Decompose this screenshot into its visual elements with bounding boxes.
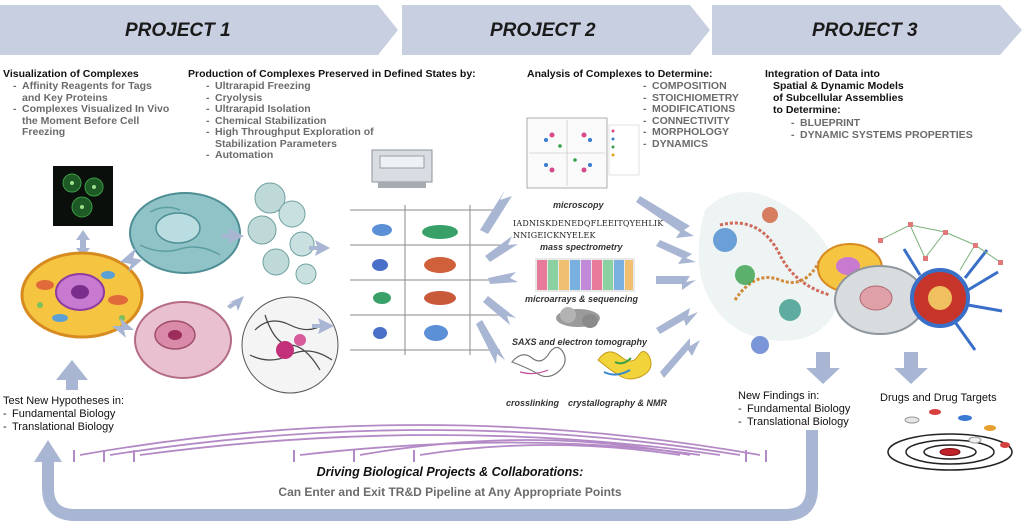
microscopy-plot [526,117,640,189]
saxs-model [556,307,600,328]
analysis-heading: Analysis of Complexes to Determine: [527,68,713,80]
integration-heading-line: Integration of Data into [765,68,880,80]
production-item: High Throughput Exploration of Stabiliza… [206,126,400,150]
visualization-heading: Visualization of Complexes [3,68,139,80]
microarray-heatmap [535,258,635,292]
new-findings-heading: New Findings in: [738,390,820,402]
technique-microarrays: microarrays & sequencing [525,294,639,304]
cell-illustration-right [817,243,926,335]
project1-banner-arrow [0,5,398,55]
arrow-to-pink-cell [112,318,134,338]
arrow-to-crosslinks [227,296,244,311]
new-findings-section: New Findings in: Fundamental Biology Tra… [738,390,878,429]
analysis-section: Analysis of Complexes to Determine: COMP… [527,68,757,150]
technique-crystallography: crystallography & NMR [568,398,668,408]
production-item: Ultrarapid Isolation [206,103,508,116]
collaboration-arcs [79,424,761,456]
complex-grid [350,205,500,355]
arrow-to-new-findings [806,352,840,384]
cell-illustration-left [20,251,144,339]
analysis-item: CONNECTIVITY [643,115,757,128]
test-hypotheses-section: Test New Hypotheses in: Fundamental Biol… [3,395,163,434]
technique-mass-spectrometry: mass spectrometry [540,242,623,252]
test-hypotheses-item: Translational Biology [3,421,163,434]
integrated-model [698,192,842,354]
peptide-sequence-line2: NNIGEICKNYELEK [513,231,596,240]
production-item: Cryolysis [206,92,508,105]
production-list: Ultrarapid Freezing Cryolysis Ultrarapid… [206,80,508,162]
analysis-item: STOICHIOMETRY [643,92,757,105]
analysis-item: COMPOSITION [643,80,757,93]
drug-target-graphic [887,409,1013,471]
drugs-label: Drugs and Drug Targets [880,392,997,404]
project2-label: PROJECT 2 [490,20,596,41]
new-findings-list: Fundamental Biology Translational Biolog… [738,403,878,429]
production-item: Ultrarapid Freezing [206,80,508,93]
technique-saxs: SAXS and electron tomography [512,337,648,347]
technique-crosslinking: crosslinking [506,398,560,408]
integration-section: Integration of Data into Spatial & Dynam… [765,68,1020,141]
frozen-cell-illustration [129,192,241,274]
project3-label: PROJECT 3 [812,20,918,41]
integration-heading-line: to Determine: [773,104,841,116]
technique-microscopy: microscopy [553,200,604,210]
production-section: Production of Complexes Preserved in Def… [188,68,508,162]
test-hypotheses-item: Fundamental Biology [3,408,163,421]
production-heading: Production of Complexes Preserved in Def… [188,68,476,80]
fan-out-arrows [476,190,518,364]
neuron-illustration [902,248,1003,351]
arrow-to-drugs [894,352,928,384]
crosslink-network [241,296,339,394]
collaboration-endpoints [73,450,767,462]
test-hypotheses-heading: Test New Hypotheses in: [3,395,125,407]
driving-subtitle: Can Enter and Exit TR&D Pipeline at Any … [278,485,622,499]
complex-clusters [247,182,317,285]
analysis-item: DYNAMICS [643,138,757,151]
arrow-to-grid-top [309,240,330,256]
analysis-item: MODIFICATIONS [643,103,757,116]
crosslink-structure [510,346,566,378]
arrow-to-frozen-cell [120,248,142,272]
new-findings-item: Translational Biology [738,416,878,429]
visualization-list: Affinity Reagents for Tags and Key Prote… [13,80,178,139]
fluorescence-image [53,166,113,226]
visualization-item: Complexes Visualized In Vivo the Moment … [13,103,172,139]
arrow-to-complexes [222,228,244,244]
project1-label: PROJECT 1 [125,20,231,41]
visualization-section: Visualization of Complexes Affinity Reag… [3,68,178,139]
visualization-item: Affinity Reagents for Tags and Key Prote… [13,80,152,104]
integration-list: BLUEPRINT DYNAMIC SYSTEMS PROPERTIES [791,117,1020,142]
analysis-list: COMPOSITION STOICHIOMETRY MODIFICATIONS … [643,80,757,151]
production-item: Chemical Stabilization [206,115,508,128]
return-loop-arrow [42,430,818,521]
up-down-arrow [76,230,90,257]
grid-complexes [372,224,458,341]
return-loop-arrowhead [34,440,62,462]
new-findings-item: Fundamental Biology [738,403,878,416]
analysis-item: MORPHOLOGY [643,126,757,139]
integration-item: BLUEPRINT [791,117,1020,130]
driving-title: Driving Biological Projects & Collaborat… [316,465,584,479]
network-graph [878,222,1003,271]
test-hypotheses-list: Fundamental Biology Translational Biolog… [3,408,163,434]
integration-heading-line: Spatial & Dynamic Models [773,80,904,92]
project3-banner-arrow [712,5,1022,55]
integration-item: DYNAMIC SYSTEMS PROPERTIES [791,129,1020,142]
peptide-sequence-line1: IADNISKDENEDQFLEEITQYEHLIK [513,219,664,228]
stabilized-cell-illustration [134,301,232,379]
integration-heading-line: of Subcellular Assemblies [773,92,904,104]
converging-arrows [636,196,700,378]
arrow-to-grid-bottom [312,318,334,334]
arrow-up-to-cell [56,360,88,390]
project2-banner-arrow [402,5,710,55]
crystal-structure [597,351,652,380]
production-item: Automation [206,149,508,162]
